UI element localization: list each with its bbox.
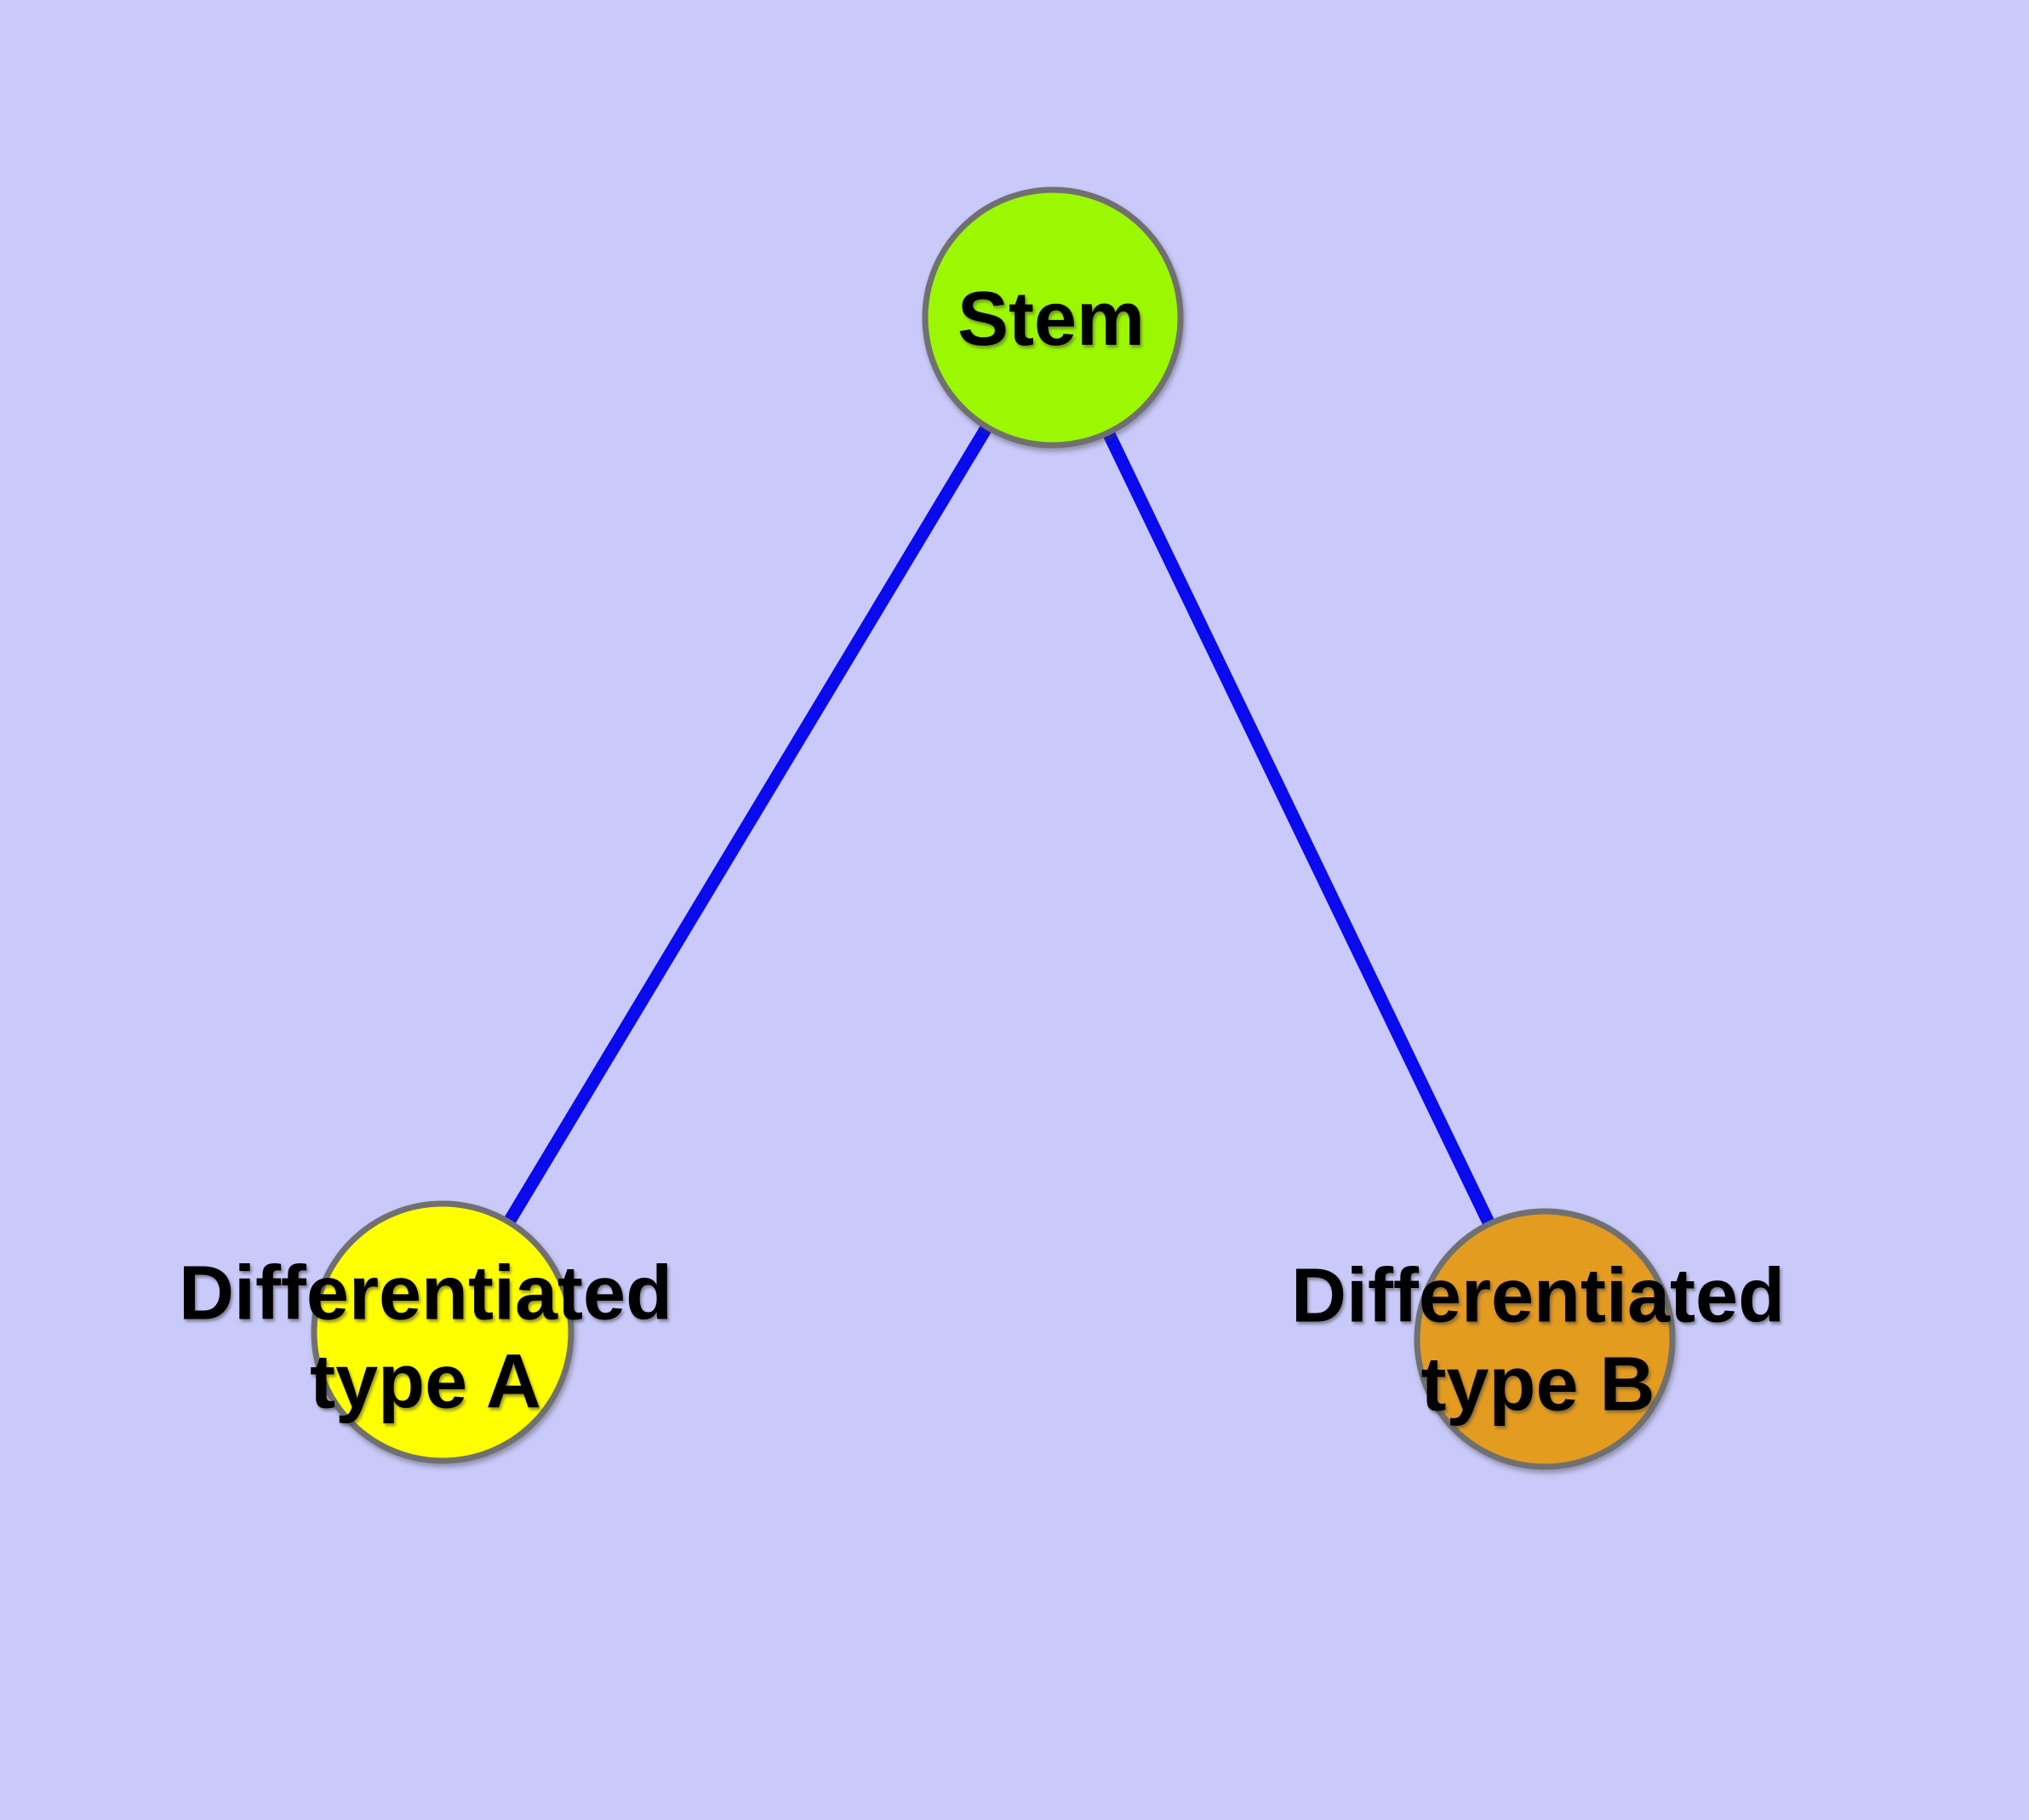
node-differentiated-type-a-circle <box>311 1200 574 1464</box>
edge-stem-to-type-a <box>437 314 1059 1336</box>
node-differentiated-type-b-circle <box>1414 1208 1676 1470</box>
node-stem-circle <box>922 186 1184 449</box>
edge-stem-to-type-b <box>1047 314 1551 1342</box>
